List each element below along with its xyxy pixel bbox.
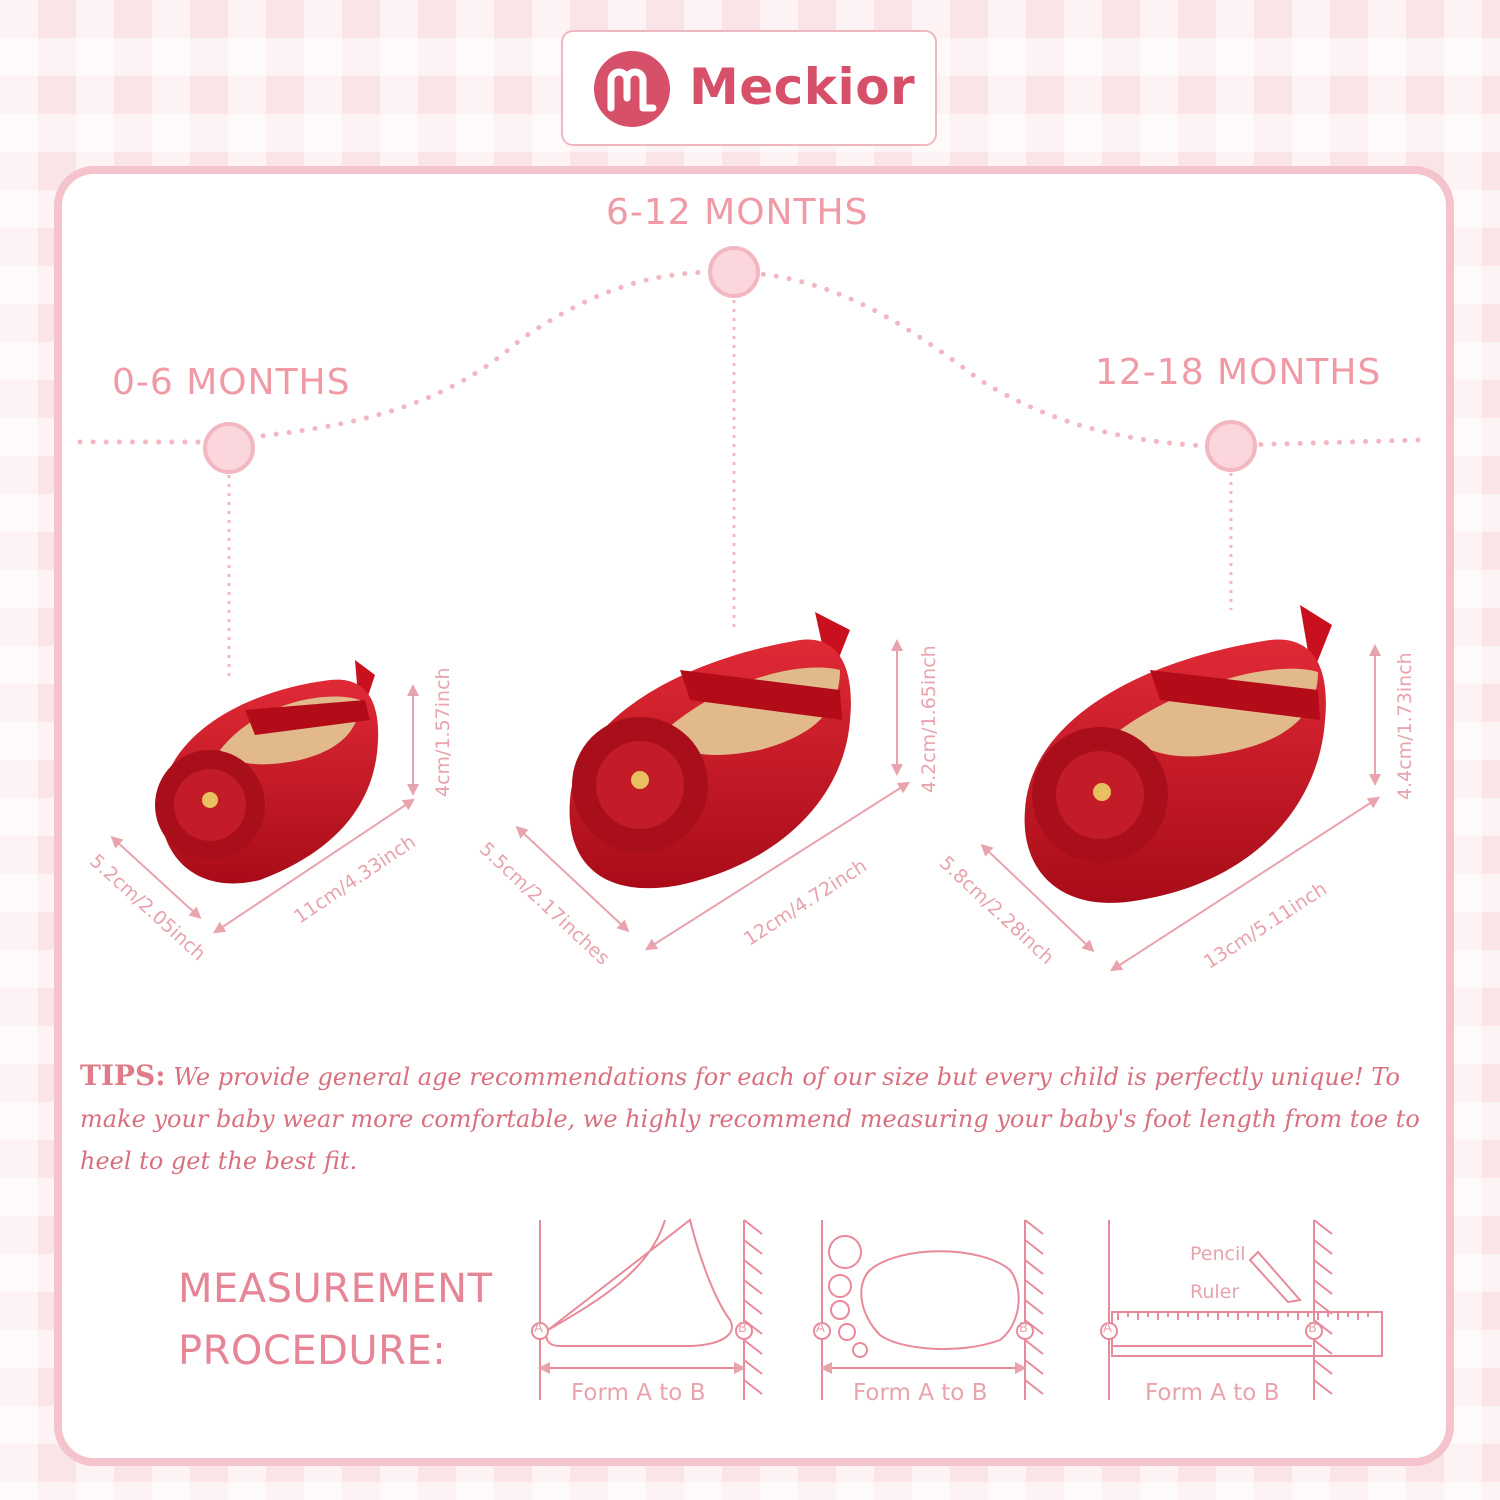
point-a-label-2: A [816,1321,825,1336]
diagram-top-foot [813,1219,1044,1400]
tips-text: We provide general age recommendations f… [80,1063,1420,1175]
tips-paragraph: TIPS: We provide general age recommendat… [80,1055,1430,1182]
ruler-label: Ruler [1190,1281,1240,1303]
procedure-title-line2: PROCEDURE: [178,1328,447,1374]
age-label-6-12: 6-12 MONTHS [606,192,869,233]
brand-logo-icon [594,51,670,127]
timeline-node-2 [1205,420,1257,610]
brand-logo: Meckior [561,30,937,146]
diagram-side-foot [531,1218,763,1400]
height-label-12-18: 4.4cm/1.73inch [1394,652,1416,800]
pencil-label: Pencil [1190,1243,1246,1265]
age-label-12-18: 12-18 MONTHS [1095,352,1382,393]
point-a-label-1: A [534,1321,543,1336]
shoe-image-0-6 [155,660,379,884]
point-b-label-1: B [738,1321,747,1336]
point-b-label-3: B [1308,1321,1317,1336]
diagram-caption-3: Form A to B [1145,1380,1280,1406]
height-label-6-12: 4.2cm/1.65inch [918,645,940,793]
diagram-ruler [1100,1219,1383,1400]
point-b-label-2: B [1019,1321,1028,1336]
height-label-0-6: 4cm/1.57inch [432,667,454,797]
age-label-0-6: 0-6 MONTHS [112,362,351,403]
diagram-caption-1: Form A to B [571,1380,706,1406]
procedure-title-line1: MEASUREMENT [178,1266,493,1312]
brand-name: Meckior [689,58,916,116]
tips-label: TIPS: [80,1059,166,1092]
timeline-node-1 [708,246,760,630]
point-a-label-3: A [1103,1321,1112,1336]
pencil-icon [1248,1250,1302,1304]
diagram-caption-2: Form A to B [853,1380,988,1406]
timeline-node-0 [203,422,255,680]
